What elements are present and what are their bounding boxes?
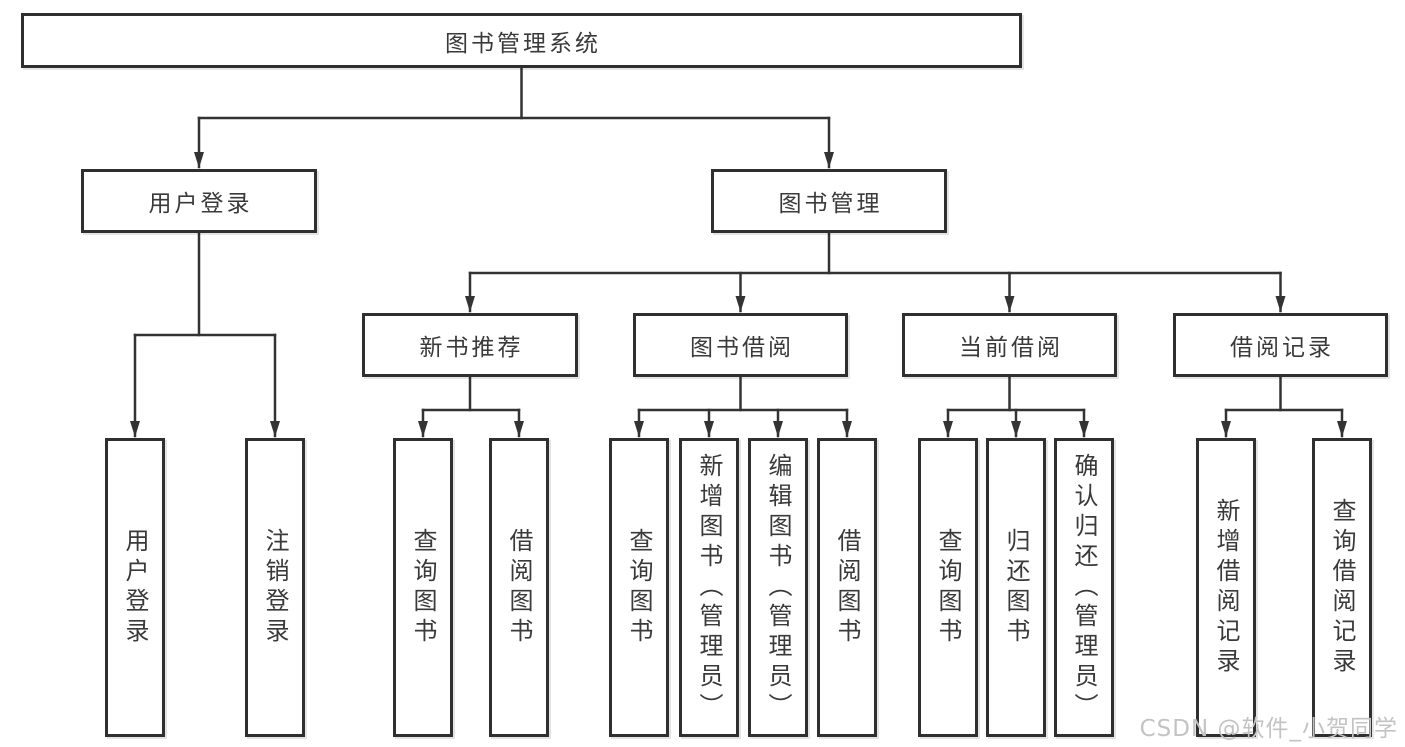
watermark: CSDN @软件_小贺同学 — [1139, 716, 1398, 742]
node-add-book-admin: 新增图书（管理员） — [679, 438, 739, 737]
node-borrow-book: 借阅图书 — [817, 438, 877, 737]
node-book-management: 图书管理 — [711, 169, 947, 233]
node-new-book-recommend: 新书推荐 — [362, 313, 578, 377]
node-borrow-records: 借阅记录 — [1173, 313, 1388, 377]
node-query-borrow-record: 查询借阅记录 — [1312, 438, 1372, 737]
node-user-login-leaf: 用户登录 — [105, 438, 165, 737]
node-edit-book-admin: 编辑图书（管理员） — [748, 438, 808, 737]
node-query-books-borrow: 查询图书 — [609, 438, 669, 737]
node-logout: 注销登录 — [245, 438, 305, 737]
node-borrow-books-recommend: 借阅图书 — [489, 438, 549, 737]
node-confirm-return-admin: 确认归还（管理员） — [1054, 438, 1114, 737]
node-return-book: 归还图书 — [986, 438, 1046, 737]
node-query-books-recommend: 查询图书 — [393, 438, 453, 737]
node-add-borrow-record: 新增借阅记录 — [1196, 438, 1256, 737]
node-current-borrow: 当前借阅 — [902, 313, 1117, 377]
node-book-borrow: 图书借阅 — [633, 313, 848, 377]
node-root: 图书管理系统 — [21, 13, 1022, 68]
node-query-books-current: 查询图书 — [918, 438, 978, 737]
node-user-login: 用户登录 — [81, 169, 317, 233]
